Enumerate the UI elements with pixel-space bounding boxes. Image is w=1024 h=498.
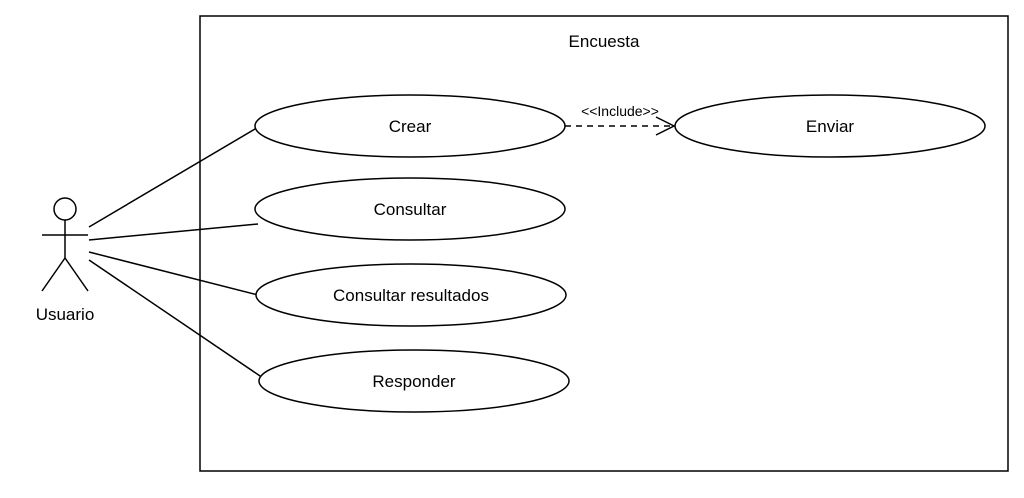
- use-case-enviar-label: Enviar: [806, 117, 855, 136]
- use-case-enviar: Enviar: [674, 94, 986, 158]
- include-arrow-head: [655, 116, 676, 136]
- system-title: Encuesta: [569, 32, 640, 51]
- association-crear: [88, 125, 261, 228]
- association-consultar: [88, 223, 259, 241]
- actor-left-leg: [41, 257, 66, 292]
- association-consultar-resultados: [88, 251, 259, 296]
- association-responder: [88, 259, 264, 379]
- actor-head: [53, 197, 77, 221]
- use-case-responder-label: Responder: [372, 372, 456, 391]
- use-case-consultar-resultados-label: Consultar resultados: [333, 286, 489, 305]
- actor-usuario: [41, 197, 89, 292]
- use-case-consultar: Consultar: [254, 177, 566, 241]
- actor-label: Usuario: [36, 305, 95, 324]
- actor-right-leg: [64, 257, 89, 292]
- use-case-consultar-resultados: Consultar resultados: [255, 263, 567, 327]
- use-case-crear: Crear: [254, 94, 566, 158]
- include-stereotype-label: <<Include>>: [581, 103, 659, 119]
- system-boundary: [199, 15, 1009, 472]
- use-case-crear-label: Crear: [389, 117, 432, 136]
- use-case-consultar-label: Consultar: [374, 200, 447, 219]
- use-case-responder: Responder: [258, 349, 570, 413]
